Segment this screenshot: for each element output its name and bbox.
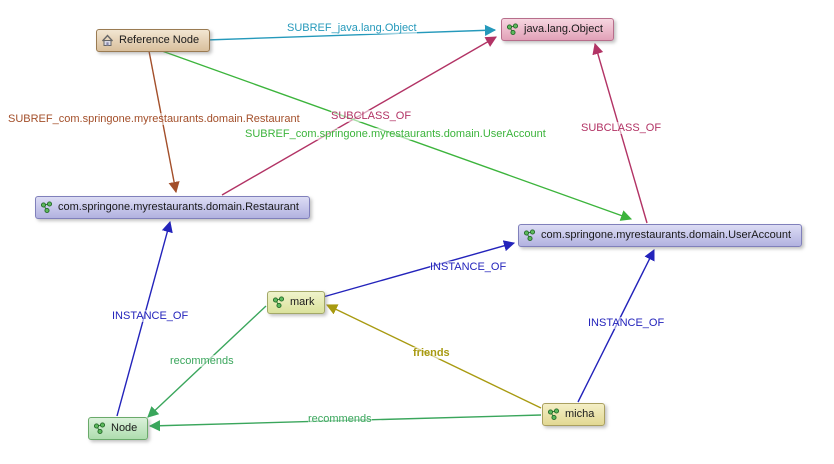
edge-label-recommends-micha: recommends (308, 413, 372, 425)
edge-instance-mark-useraccount[interactable] (322, 240, 516, 298)
edge-label-subclass-useraccount: SUBCLASS_OF (581, 122, 662, 134)
node-label: mark (290, 295, 315, 308)
node-useraccount[interactable]: com.springone.myrestaurants.domain.UserA… (518, 224, 803, 247)
node-label: Reference Node (119, 33, 200, 46)
edge-label-subref-useraccount: SUBREF_com.springone.myrestaurants.domai… (245, 128, 546, 140)
edge-label-instance-node: INSTANCE_OF (112, 310, 189, 322)
node-reference-node[interactable]: Reference Node (96, 29, 211, 52)
edge-label-subclass-restaurant: SUBCLASS_OF (331, 110, 412, 122)
graph-icon (547, 408, 560, 421)
node-label: com.springone.myrestaurants.domain.UserA… (541, 228, 792, 241)
edge-label-subref-object: SUBREF_java.lang.Object (287, 22, 417, 34)
node-label: com.springone.myrestaurants.domain.Resta… (58, 200, 299, 213)
edge-label-subref-restaurant: SUBREF_com.springone.myrestaurants.domai… (8, 113, 300, 125)
home-icon (101, 34, 114, 47)
edge-label-instance-mark: INSTANCE_OF (430, 261, 507, 273)
node-micha[interactable]: micha (542, 403, 606, 426)
node-label: micha (565, 407, 595, 420)
graph-icon (506, 23, 519, 36)
node-java-lang-object[interactable]: java.lang.Object (501, 18, 614, 41)
edge-subref-object[interactable] (205, 24, 497, 41)
graph-icon (40, 201, 53, 214)
edge-label-friends: friends (413, 347, 450, 359)
node-mark[interactable]: mark (267, 291, 326, 314)
graph-icon (93, 422, 106, 435)
node-label: java.lang.Object (524, 22, 603, 35)
node-label: Node (111, 421, 138, 434)
edge-label-recommends-mark: recommends (170, 355, 234, 367)
edge-label-instance-micha: INSTANCE_OF (588, 317, 665, 329)
graph-icon (272, 296, 285, 309)
node-restaurant[interactable]: com.springone.myrestaurants.domain.Resta… (35, 196, 310, 219)
graph-icon (523, 229, 536, 242)
node-node[interactable]: Node (88, 417, 149, 440)
